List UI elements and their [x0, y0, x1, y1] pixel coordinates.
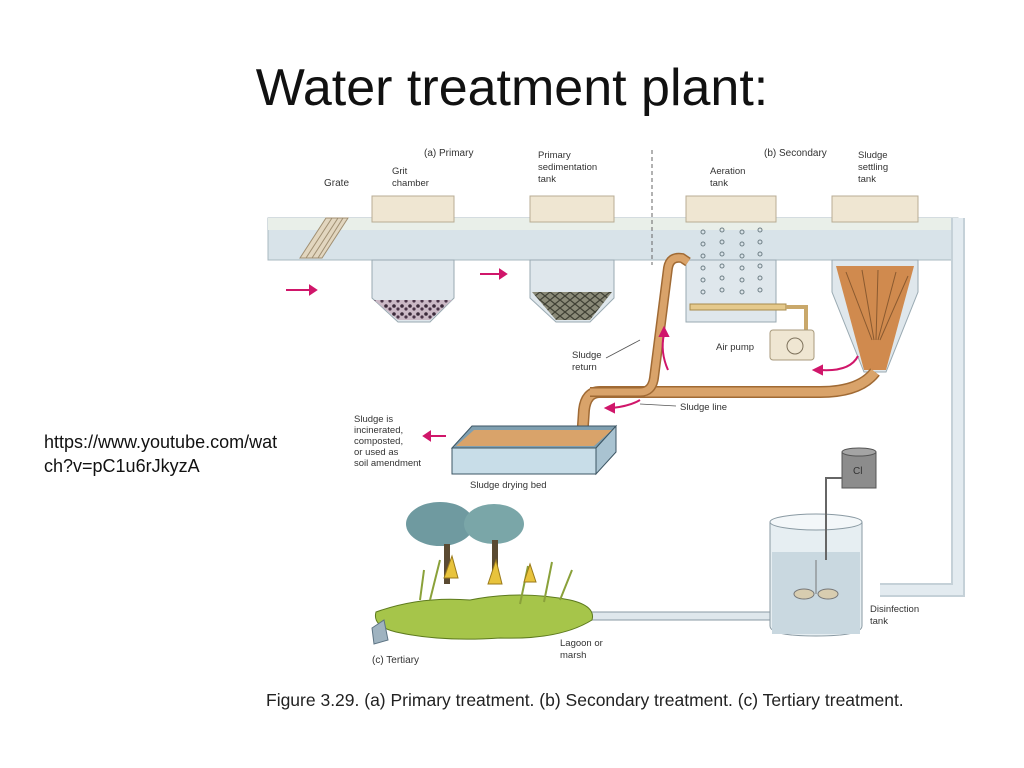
air-pump: [769, 329, 815, 361]
label-sludge-line: Sludge line: [680, 402, 727, 413]
settling-tank-top: [831, 195, 919, 223]
label-lagoon: Lagoon or marsh: [560, 638, 605, 661]
figure-caption: Figure 3.29. (a) Primary treatment. (b) …: [266, 690, 904, 710]
grate-icon: [299, 217, 349, 259]
label-disinfection-tank: Disinfection tank: [870, 604, 922, 627]
label-secondary: (b) Secondary: [764, 148, 827, 159]
label-tertiary: (c) Tertiary: [372, 655, 419, 666]
label-air-pump: Air pump: [716, 342, 754, 353]
label-primary: (a) Primary: [424, 148, 473, 159]
label-grit-chamber: Grit chamber: [392, 166, 429, 189]
sludge-drying-bed: [450, 424, 618, 476]
label-aeration-tank: Aeration tank: [710, 166, 748, 189]
label-primary-tank: Primary sedimentation tank: [538, 150, 600, 185]
label-settling-tank: Sludge settling tank: [858, 150, 891, 185]
label-drying-bed: Sludge drying bed: [470, 480, 547, 491]
primary-tank-top: [529, 195, 615, 223]
lagoon-marsh: [371, 502, 594, 645]
flow-arrows: [286, 268, 859, 442]
disinfection-tank: [769, 513, 863, 637]
chlorine-container: [825, 447, 877, 560]
label-grate: Grate: [324, 178, 349, 189]
grit-chamber-top: [371, 195, 455, 223]
label-sludge-return: Sludge return: [572, 350, 604, 373]
video-link[interactable]: https://www.youtube.com/watch?v=pC1u6rJk…: [44, 432, 278, 476]
label-chlorine: Cl: [853, 466, 862, 477]
slide-title: Water treatment plant:: [255, 59, 769, 117]
aeration-tank: [685, 259, 777, 323]
aeration-tank-top: [685, 195, 777, 223]
aeration-bubbles: [700, 227, 763, 295]
label-sludge-fate: Sludge is incinerated, composted, or use…: [354, 414, 421, 469]
